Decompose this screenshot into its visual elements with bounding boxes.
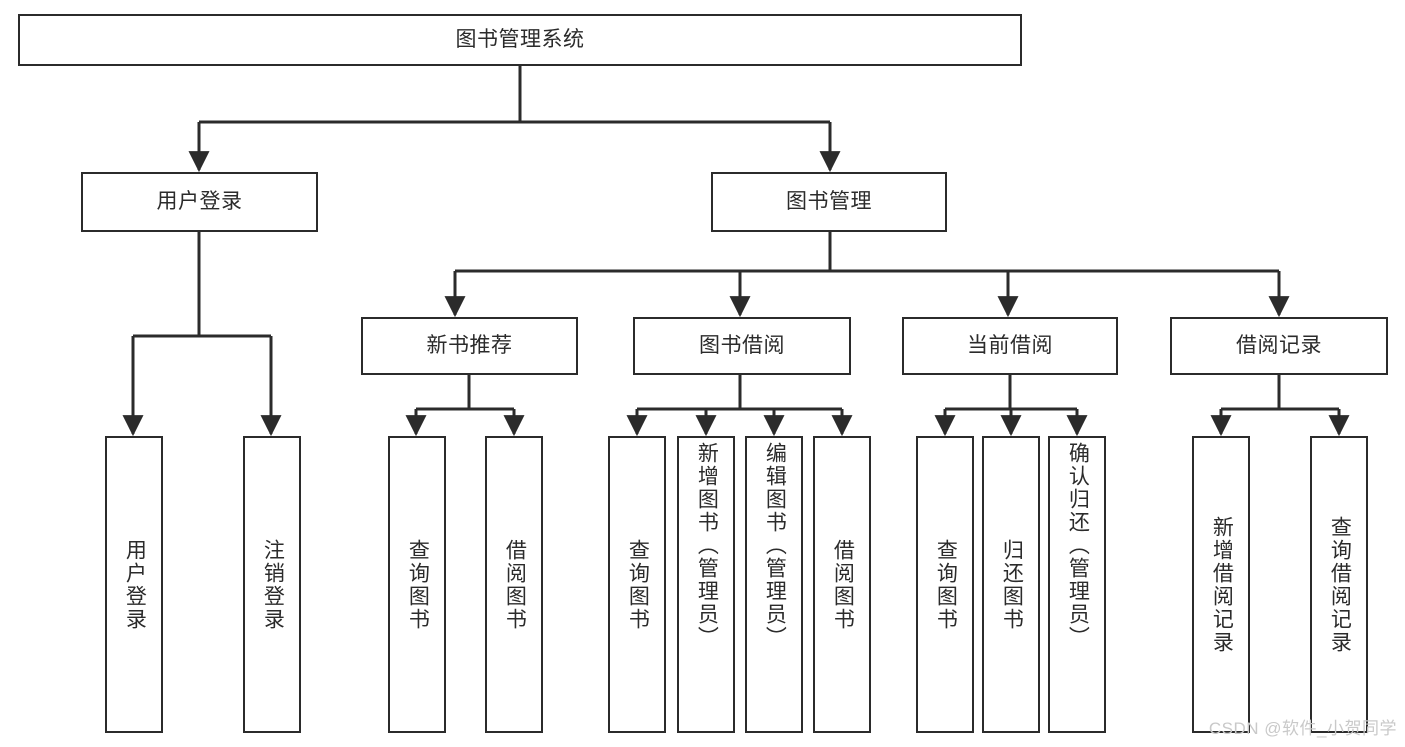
watermark: CSDN @软件_小贺同学 (1208, 719, 1397, 738)
node-user-login-label: 用户登录 (156, 189, 243, 213)
node-root-label: 图书管理系统 (455, 27, 585, 51)
node-leaf-confirm-return-admin-label: 确认归还（管理员） (1066, 442, 1090, 649)
node-leaf-borrow-book-label: 借阅图书 (831, 538, 855, 631)
node-book-management-label: 图书管理 (786, 189, 872, 213)
node-leaf-add-book-admin-label: 新增图书（管理员） (695, 442, 719, 649)
node-leaf-add-borrow-record[interactable]: 新增借阅记录 (1192, 436, 1250, 733)
node-new-book-recommend-label: 新书推荐 (426, 333, 513, 357)
node-book-management[interactable]: 图书管理 (711, 172, 947, 232)
node-leaf-add-borrow-record-label: 新增借阅记录 (1210, 515, 1234, 654)
node-user-login[interactable]: 用户登录 (81, 172, 318, 232)
node-leaf-confirm-return-admin[interactable]: 确认归还（管理员） (1048, 436, 1106, 733)
node-leaf-query-borrow-record-label: 查询借阅记录 (1328, 515, 1352, 654)
node-leaf-edit-book-admin-label: 编辑图书（管理员） (763, 442, 787, 649)
node-leaf-add-book-admin[interactable]: 新增图书（管理员） (677, 436, 735, 733)
node-leaf-query-book-recommend[interactable]: 查询图书 (388, 436, 446, 733)
node-leaf-user-login-label: 用户登录 (123, 538, 147, 631)
node-leaf-query-book-current-label: 查询图书 (934, 538, 958, 631)
node-leaf-logout-label: 注销登录 (261, 538, 285, 631)
node-new-book-recommend[interactable]: 新书推荐 (361, 317, 578, 375)
node-borrow-record-label: 借阅记录 (1236, 333, 1322, 357)
node-leaf-borrow-book-recommend-label: 借阅图书 (503, 538, 527, 631)
node-leaf-return-book-label: 归还图书 (1000, 538, 1024, 631)
node-book-borrow[interactable]: 图书借阅 (633, 317, 851, 375)
node-leaf-query-borrow-record[interactable]: 查询借阅记录 (1310, 436, 1368, 733)
node-leaf-query-book-borrow-label: 查询图书 (626, 538, 650, 631)
node-leaf-query-book-recommend-label: 查询图书 (406, 538, 430, 631)
node-borrow-record[interactable]: 借阅记录 (1170, 317, 1388, 375)
node-current-borrow-label: 当前借阅 (967, 333, 1053, 357)
node-leaf-return-book[interactable]: 归还图书 (982, 436, 1040, 733)
node-book-borrow-label: 图书借阅 (699, 333, 785, 357)
node-leaf-logout[interactable]: 注销登录 (243, 436, 301, 733)
node-leaf-query-book-borrow[interactable]: 查询图书 (608, 436, 666, 733)
node-leaf-borrow-book-recommend[interactable]: 借阅图书 (485, 436, 543, 733)
node-leaf-edit-book-admin[interactable]: 编辑图书（管理员） (745, 436, 803, 733)
node-leaf-query-book-current[interactable]: 查询图书 (916, 436, 974, 733)
node-leaf-borrow-book[interactable]: 借阅图书 (813, 436, 871, 733)
node-leaf-user-login[interactable]: 用户登录 (105, 436, 163, 733)
node-root-book-management-system[interactable]: 图书管理系统 (18, 14, 1022, 66)
node-current-borrow[interactable]: 当前借阅 (902, 317, 1118, 375)
